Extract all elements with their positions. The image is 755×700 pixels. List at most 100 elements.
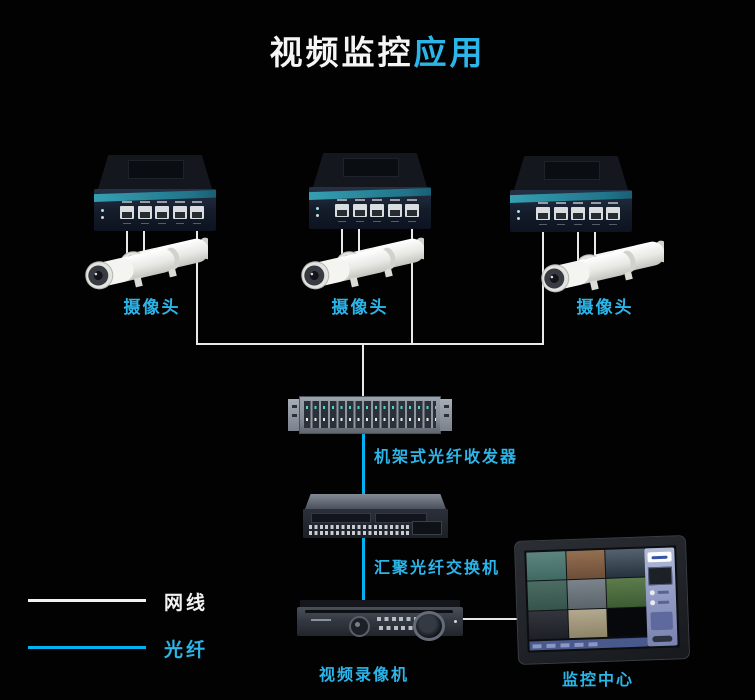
side-button: [652, 635, 673, 643]
cable-line-switch2-uplink: [411, 220, 413, 344]
rj45-port-uplink: [606, 202, 620, 225]
rj45-port: [352, 199, 367, 222]
monitor-side-panel: [644, 547, 678, 647]
rj45-port: [370, 199, 384, 222]
monitoring-center-display: [513, 535, 691, 665]
legend-network-cable-line: [28, 599, 146, 602]
dvr-front-panel: [297, 607, 463, 641]
dvr-top-edge: [300, 600, 460, 607]
video-recorder-label: 视频录像机: [319, 667, 410, 684]
switch-top-face: [313, 153, 427, 187]
switch-led-icon: [101, 209, 104, 212]
cable-line-switch3-camera-a: [577, 223, 579, 263]
title-main: 视频监控: [269, 34, 414, 71]
switch-led-icon: [517, 210, 520, 213]
blank-panel: [311, 513, 371, 523]
cable-line-recorder-monitor: [460, 618, 518, 620]
switch-lid: [543, 161, 601, 180]
camera-feed-cell: [607, 607, 648, 637]
fiber-switch-1: [94, 155, 216, 231]
camera-pair-3: [538, 239, 664, 299]
cable-line-bus: [196, 343, 544, 345]
monitor-bezel: [513, 535, 691, 665]
dvr-logo: [311, 619, 331, 621]
info-box: [650, 611, 674, 631]
dvr-nav-button: [349, 616, 370, 637]
rj45-port: [553, 202, 568, 225]
rj45-port: [172, 201, 187, 224]
page-title: 视频监控应用: [0, 26, 755, 74]
side-control: [649, 590, 670, 596]
cable-line-bus-drop: [362, 345, 364, 397]
cable-line-switch1-camera-b: [143, 222, 145, 262]
cable-line-switch1-uplink: [196, 222, 198, 344]
camera-feed-cell: [526, 551, 566, 581]
switch-top-face: [98, 155, 212, 189]
camera-feed-cell: [528, 609, 568, 640]
fiber-switch-3: [510, 156, 632, 232]
switch-top-face: [514, 156, 628, 190]
switch-port-row: [536, 202, 620, 225]
cable-line-switch2-camera-a: [341, 220, 343, 262]
legend-network-cable-label: 网线: [164, 593, 209, 614]
switch-lid: [127, 160, 185, 179]
legend-fiber-line: [28, 646, 146, 649]
rack-mount-ear: [288, 399, 300, 431]
switch-front-panel: [309, 187, 431, 229]
rack-fiber-transceiver: [288, 396, 452, 434]
rj45-port-uplink: [190, 201, 204, 224]
camera-feed-cell: [606, 577, 647, 608]
camera-pair-2: [298, 236, 424, 296]
camera-feed-cell: [566, 579, 607, 609]
rj45-port: [387, 199, 402, 222]
camera-group-label-3: 摄像头: [576, 298, 634, 317]
legend-fiber-label: 光纤: [164, 640, 209, 661]
rj45-port: [536, 202, 550, 225]
rj45-port: [120, 201, 134, 224]
monitoring-center-label: 监控中心: [561, 672, 634, 689]
switch-port-row: [120, 201, 204, 224]
camera-group-label-1: 摄像头: [123, 298, 181, 317]
vendor-logo: [647, 551, 672, 563]
camera-feed-grid: [526, 548, 648, 640]
camera-feed-cell: [565, 549, 606, 580]
rack-chassis: [299, 396, 441, 434]
rack-mount-ear: [440, 399, 452, 431]
cable-line-switch3-camera-b: [594, 223, 596, 263]
monitor-toolbar: [529, 637, 648, 651]
rj45-port: [137, 201, 152, 224]
uplink-module: [412, 521, 442, 535]
port-row: [309, 525, 409, 529]
switch-lid: [342, 158, 400, 177]
dvr-vent-slot: [305, 610, 453, 613]
cable-line-switch2-camera-b: [358, 220, 360, 262]
rj45-port: [571, 202, 585, 225]
port-row: [309, 531, 409, 535]
aggregation-switch-label: 汇聚光纤交换机: [374, 560, 501, 577]
switch-led-icon: [316, 207, 319, 210]
blank-panel: [375, 513, 427, 523]
camera-feed-cell: [567, 608, 608, 639]
dvr-key-grid: [377, 617, 421, 631]
rj45-port: [335, 199, 349, 222]
dvr-jog-dial: [413, 611, 445, 641]
dvr-led-icon: [454, 620, 457, 623]
rj45-port: [588, 202, 603, 225]
switch-front-panel: [510, 190, 632, 232]
fiber-switch-2: [309, 153, 431, 229]
switch-port-row: [335, 199, 419, 222]
cable-line-switch1-camera-a: [126, 222, 128, 262]
title-accent: 应用: [413, 34, 486, 71]
switch-front-panel: [94, 189, 216, 231]
rj45-port-uplink: [405, 199, 419, 222]
rack-transceiver-label: 机架式光纤收发器: [374, 449, 519, 466]
aggregation-switch-top: [305, 494, 446, 509]
camera-feed-cell: [527, 580, 567, 611]
video-recorder: [297, 600, 463, 641]
switch-led-icon: [517, 217, 520, 220]
rj45-port: [155, 201, 169, 224]
side-control: [650, 600, 670, 606]
aggregation-switch-front: [303, 509, 448, 538]
camera-group-label-2: 摄像头: [331, 298, 389, 317]
